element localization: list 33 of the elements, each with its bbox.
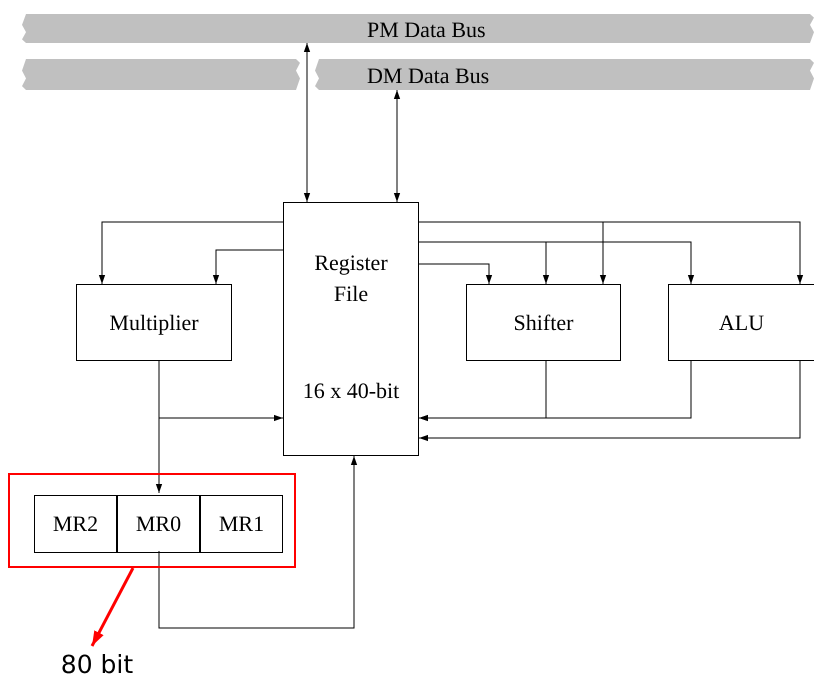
register-cell — [117, 495, 200, 553]
arrow — [158, 456, 358, 628]
register-cell — [34, 495, 117, 553]
highlight-frame — [8, 473, 296, 568]
bus-label: DM Data Bus — [367, 62, 490, 90]
bus-label: PM Data Bus — [367, 16, 486, 44]
unit-box — [466, 284, 621, 361]
box-label: MR1 — [218, 510, 266, 538]
arrow — [418, 242, 694, 284]
arrow — [156, 360, 162, 494]
box-label: 16 x 40-bit — [302, 377, 400, 405]
data-bus — [22, 14, 814, 43]
arrow — [304, 42, 310, 202]
box-label: Register File — [313, 249, 389, 308]
arrow — [418, 264, 492, 284]
pointer-arrow — [90, 567, 134, 647]
arrow — [394, 90, 400, 202]
arrow — [418, 360, 692, 422]
arrow — [418, 222, 804, 284]
unit-box — [76, 284, 232, 361]
register-cell — [200, 495, 283, 553]
data-bus — [22, 59, 814, 90]
arrow — [418, 360, 800, 442]
unit-box — [668, 284, 814, 361]
arrow — [212, 250, 284, 284]
box-label: Multiplier — [108, 309, 200, 337]
register-file-box — [283, 202, 419, 456]
arrow — [98, 222, 284, 284]
box-label: ALU — [718, 309, 766, 337]
box-label: MR2 — [52, 510, 100, 538]
annotation: 80 bit — [60, 649, 134, 681]
box-label: Shifter — [512, 309, 574, 337]
box-label: MR0 — [134, 510, 182, 538]
